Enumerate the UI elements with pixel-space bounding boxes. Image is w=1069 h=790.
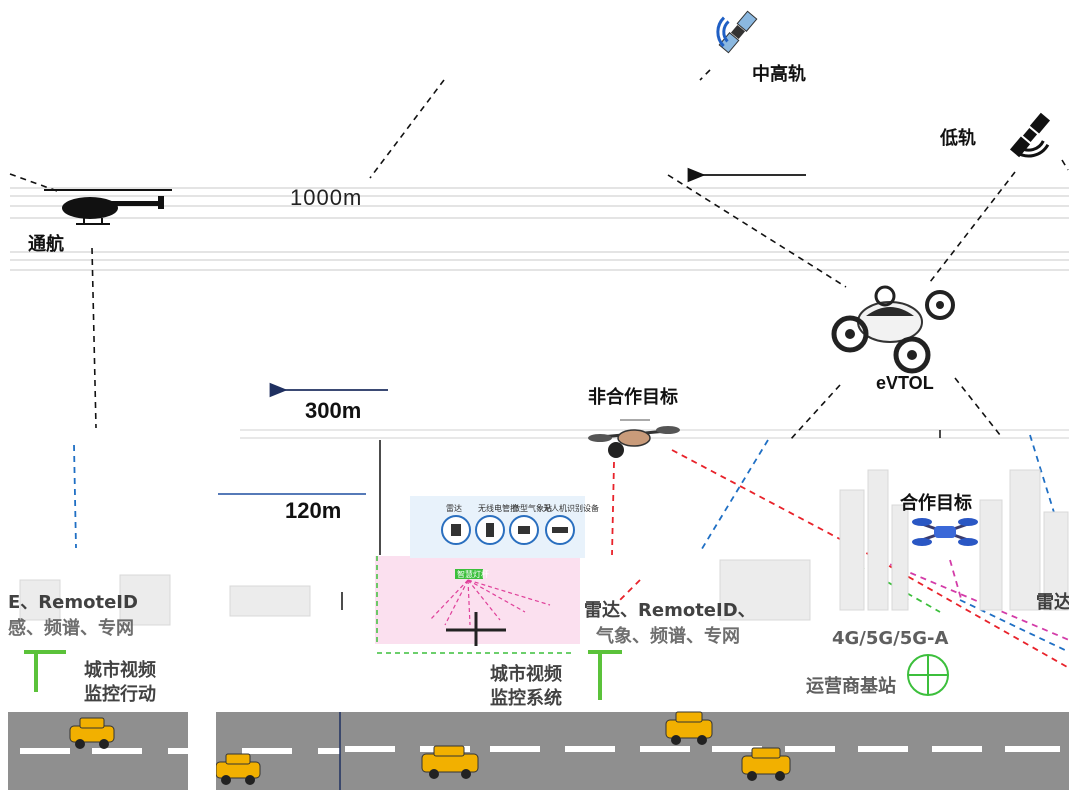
non-cooperative-target-label: 非合作目标 [588, 387, 678, 408]
altitude-band-300 [240, 429, 1069, 439]
satellite-icon [1009, 112, 1051, 158]
general-aviation-label: 通航 [28, 234, 64, 255]
station-panel [375, 496, 585, 654]
altitude-1000-label: 1000m [290, 185, 363, 210]
altitude-120-label: 120m [285, 498, 342, 523]
right-radar-text: 雷达 [1036, 592, 1069, 613]
drone-icon [588, 419, 680, 458]
evtol-label: eVTOL [876, 373, 934, 393]
cooperative-target-label: 合作目标 [900, 493, 972, 514]
city-skyline [19, 469, 1069, 626]
taxi-icon [421, 745, 479, 779]
station-item-detector: 无人机识别设备 [543, 504, 599, 513]
base-station-icon [907, 654, 949, 696]
comm-links [73, 434, 1069, 669]
center-radar-text: 雷达、RemoteID、 [584, 600, 756, 621]
left-sensors-text: 感、频谱、专网 [8, 618, 134, 639]
helicopter-icon [44, 189, 172, 225]
sky-links [9, 69, 1069, 441]
operations-text: 运营商基站 [806, 676, 896, 697]
left-remoteid-text: E、RemoteID [8, 592, 138, 613]
center-video-sub-text: 监控系统 [490, 688, 562, 709]
mid-high-orbit-label: 中高轨 [752, 64, 806, 85]
evtol-icon [831, 285, 955, 374]
station-item-weather: 微型气象站 [512, 504, 552, 513]
station-item-radar: 雷达 [446, 504, 462, 513]
drone-icon [912, 518, 978, 546]
taxi-icon [741, 747, 791, 781]
station-item-radio: 无线电管控 [478, 504, 518, 513]
network-text: 4G/5G/5G-A [832, 628, 949, 649]
taxi-icon [215, 753, 261, 785]
left-video-sub-text: 监控行动 [84, 684, 156, 705]
low-orbit-label: 低轨 [940, 128, 976, 149]
panel-gap [188, 440, 216, 790]
altitude-band-1000 [10, 187, 1069, 271]
satellite-icon [716, 10, 758, 54]
station-sign: 智慧灯杆 [457, 570, 489, 579]
center-sensors-text: 气象、频谱、专网 [596, 626, 740, 647]
center-video-text: 城市视频 [490, 664, 562, 685]
taxi-icon [665, 711, 713, 745]
light-pole-icon [24, 650, 622, 700]
left-video-text: 城市视频 [84, 660, 156, 681]
taxi-icon [69, 717, 115, 749]
altitude-300-label: 300m [305, 398, 362, 423]
